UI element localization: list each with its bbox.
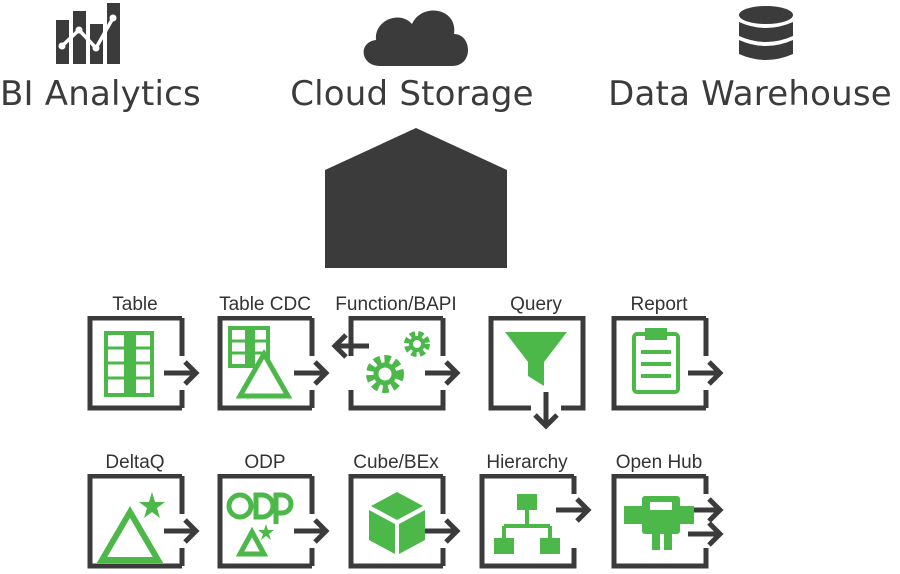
funnel-icon xyxy=(488,316,586,430)
hierarchy-icon xyxy=(479,474,592,569)
component-label: Hierarchy xyxy=(486,452,568,473)
house-shape xyxy=(325,128,507,268)
destination-label: Cloud Storage xyxy=(290,74,534,114)
component-label: Open Hub xyxy=(615,452,703,473)
component-label: Function/BAPI xyxy=(335,294,457,315)
component-label: Query xyxy=(510,294,562,315)
destination-cloud-storage: Cloud Storage xyxy=(272,0,552,114)
destination-bi-analytics: BI Analytics xyxy=(0,0,201,114)
delta-icon xyxy=(70,474,200,574)
destination-data-warehouse: Data Warehouse xyxy=(600,0,900,114)
component-label: DeltaQ xyxy=(105,452,165,473)
cloud-icon xyxy=(363,10,468,66)
component-label: Cube/BEx xyxy=(353,452,439,473)
component-label: Table CDC xyxy=(219,294,311,315)
component-label: ODP xyxy=(244,452,286,473)
gears-icon xyxy=(331,316,461,411)
odp-icon xyxy=(200,474,330,574)
clipboard-icon xyxy=(594,316,724,416)
component-label: Report xyxy=(630,294,688,315)
component-label: Table xyxy=(112,294,158,315)
cube-icon xyxy=(331,474,461,574)
table-icon xyxy=(70,316,200,416)
table-cdc-icon xyxy=(200,316,330,416)
database-icon xyxy=(739,6,793,60)
destination-label: BI Analytics xyxy=(0,74,201,114)
bar-chart-icon xyxy=(56,3,120,64)
destination-label: Data Warehouse xyxy=(608,74,892,114)
open-hub-icon xyxy=(611,474,724,569)
